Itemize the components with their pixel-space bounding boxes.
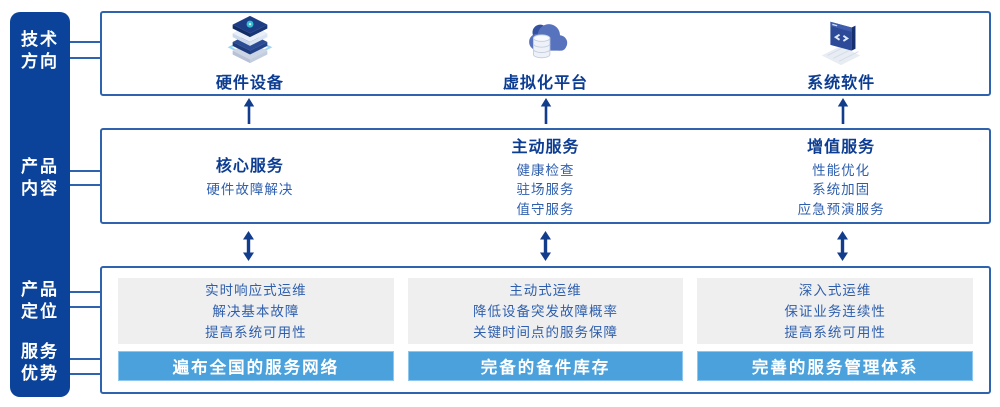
connector-line <box>70 170 101 172</box>
up-arrow-icon <box>100 98 397 126</box>
position-description-box: 主动式运维 降低设备突发故障概率 关键时间点的服务保障 <box>407 278 684 344</box>
connector-line <box>70 57 101 59</box>
sidebar-item-product-content: 产品 内容 <box>21 157 59 198</box>
position-line: 保证业务连续性 <box>784 303 886 319</box>
cloud-database-icon <box>519 14 573 68</box>
connector-line <box>70 306 101 308</box>
service-item: 性能优化 <box>812 162 871 178</box>
position-line: 解决基本故障 <box>212 303 300 319</box>
advantage-bar: 遍布全国的服务网络 <box>118 351 394 381</box>
position-line: 提高系统可用性 <box>205 324 307 340</box>
arrow-row-up <box>100 98 991 126</box>
position-column-deep: 深入式运维 保证业务连续性 提高系统可用性 完善的服务管理体系 <box>697 278 974 381</box>
up-arrow-icon <box>694 98 991 126</box>
code-window-icon <box>814 14 868 68</box>
tech-item-label: 硬件设备 <box>215 75 284 92</box>
service-column-title: 核心服务 <box>215 158 284 176</box>
position-column-proactive: 主动式运维 降低设备突发故障概率 关键时间点的服务保障 完备的备件库存 <box>407 278 684 381</box>
connector-line <box>70 373 101 375</box>
tech-item-label: 虚拟化平台 <box>503 75 589 92</box>
position-column-realtime: 实时响应式运维 解决基本故障 提高系统可用性 遍布全国的服务网络 <box>118 278 394 381</box>
connector-line <box>70 358 101 360</box>
tech-item-label: 系统软件 <box>807 75 876 92</box>
position-description-box: 实时响应式运维 解决基本故障 提高系统可用性 <box>118 278 394 344</box>
service-column-core: 核心服务 硬件故障解决 <box>102 130 398 222</box>
connector-line <box>70 291 101 293</box>
advantage-bar: 完备的备件库存 <box>407 351 684 381</box>
service-item: 硬件故障解决 <box>206 182 294 198</box>
product-position-panel: 实时响应式运维 解决基本故障 提高系统可用性 遍布全国的服务网络 主动式运维 降… <box>100 266 991 394</box>
sidebar-item-service-advantage: 服务 优势 <box>21 342 59 383</box>
server-stack-icon <box>223 14 277 68</box>
service-item: 健康检查 <box>516 162 575 178</box>
service-column-proactive: 主动服务 健康检查 驻场服务 值守服务 <box>398 130 694 222</box>
position-line: 主动式运维 <box>509 282 582 298</box>
position-description-box: 深入式运维 保证业务连续性 提高系统可用性 <box>697 278 974 344</box>
service-column-value-added: 增值服务 性能优化 系统加固 应急预演服务 <box>693 130 989 222</box>
product-content-panel: 核心服务 硬件故障解决 主动服务 健康检查 驻场服务 值守服务 增值服务 性能优… <box>100 128 991 224</box>
service-item: 驻场服务 <box>516 182 575 198</box>
sidebar: 技术 方向 产品 内容 产品 定位 服务 优势 <box>10 12 70 397</box>
service-column-title: 增值服务 <box>807 138 876 156</box>
tech-direction-panel: 硬件设备 虚拟化平台 <box>100 11 991 96</box>
connector-line <box>70 184 101 186</box>
double-arrow-icon <box>397 231 694 261</box>
double-arrow-icon <box>694 231 991 261</box>
double-arrow-icon <box>100 231 397 261</box>
arrow-row-double <box>100 229 991 263</box>
sidebar-item-tech-direction: 技术 方向 <box>21 30 59 71</box>
position-line: 提高系统可用性 <box>784 324 886 340</box>
tech-item-hardware: 硬件设备 <box>102 13 398 94</box>
service-column-title: 主动服务 <box>511 138 580 156</box>
tech-item-system-software: 系统软件 <box>693 13 989 94</box>
position-line: 关键时间点的服务保障 <box>473 324 618 340</box>
service-item: 系统加固 <box>812 182 871 198</box>
connector-line <box>70 41 101 43</box>
service-item: 值守服务 <box>516 201 575 217</box>
service-item: 应急预演服务 <box>797 201 885 217</box>
position-line: 降低设备突发故障概率 <box>473 303 618 319</box>
sidebar-item-product-position: 产品 定位 <box>21 280 59 321</box>
position-line: 深入式运维 <box>798 282 872 298</box>
advantage-bar: 完善的服务管理体系 <box>697 351 974 381</box>
up-arrow-icon <box>397 98 694 126</box>
tech-item-virtualization: 虚拟化平台 <box>398 13 694 94</box>
position-line: 实时响应式运维 <box>205 282 307 298</box>
